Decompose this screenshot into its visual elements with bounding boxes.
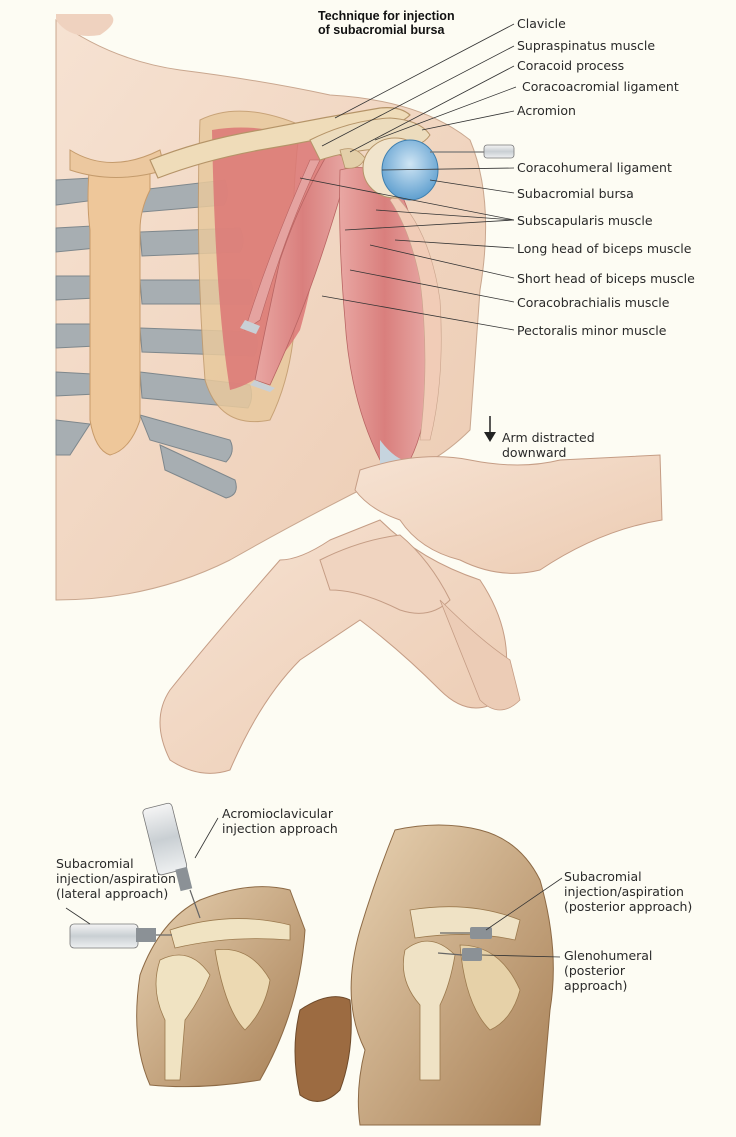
leader-lines-upper	[299, 23, 517, 331]
lateral-syringe	[69, 923, 172, 949]
clavicle-bone	[149, 107, 411, 179]
lower-left-inset	[65, 802, 306, 1088]
label-ac-approach: Acromioclavicular injection approach	[222, 806, 338, 836]
pectoralis-minor-shape	[254, 149, 351, 386]
figure-title: Technique for injection of subacromial b…	[318, 9, 455, 37]
glenohumeral-syringe	[437, 948, 482, 961]
label-arm-distracted: Arm distracted downward	[502, 430, 595, 460]
label-coracoid: Coracoid process	[517, 58, 625, 73]
label-glenohumeral: Glenohumeral (posterior approach)	[564, 948, 653, 993]
label-coracohumeral: Coracohumeral ligament	[517, 160, 672, 175]
top-syringe	[430, 144, 515, 159]
label-acromion: Acromion	[517, 103, 576, 118]
ac-syringe	[142, 802, 201, 919]
label-lateral-approach: Subacromial injection/aspiration (latera…	[56, 856, 176, 901]
label-subacromial-bursa: Subacromial bursa	[517, 186, 634, 201]
label-supraspinatus: Supraspinatus muscle	[517, 38, 656, 53]
label-short-head-biceps: Short head of biceps muscle	[517, 271, 695, 286]
label-coracobrachialis: Coracobrachialis muscle	[517, 295, 670, 310]
label-long-head-biceps: Long head of biceps muscle	[517, 241, 692, 256]
label-subscapularis: Subscapularis muscle	[517, 213, 653, 228]
label-pectoralis-minor: Pectoralis minor muscle	[517, 323, 667, 338]
down-arrow-icon	[484, 416, 496, 442]
label-coracoacromial: Coracoacromial ligament	[522, 79, 679, 94]
lower-right-inset	[294, 824, 563, 1126]
label-clavicle: Clavicle	[517, 16, 566, 31]
forearm-and-hands	[159, 454, 663, 774]
label-posterior-approach: Subacromial injection/aspiration (poster…	[564, 869, 693, 914]
